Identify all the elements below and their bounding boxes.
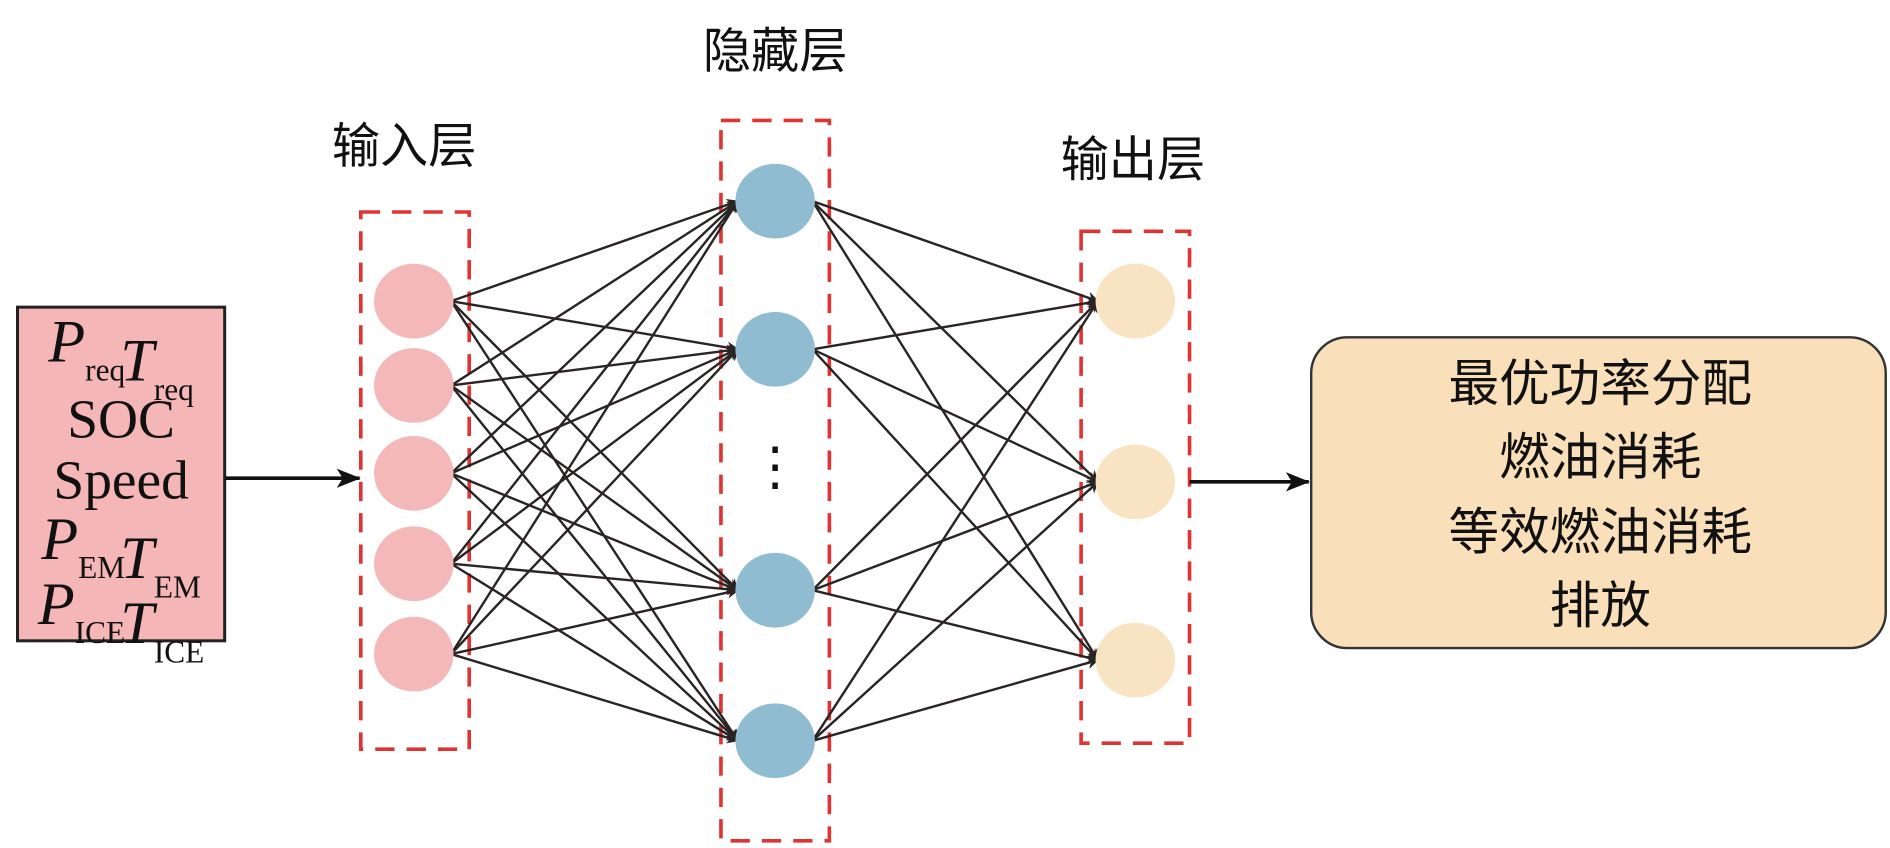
hidden-layer-label: 隐藏层 — [703, 23, 848, 79]
variable-subscript: req — [85, 353, 125, 388]
hidden-node — [735, 552, 815, 628]
input-hidden-connection — [450, 200, 739, 655]
hidden-output-connection — [812, 200, 1100, 304]
input-var-line-4: PEMTEM — [40, 506, 200, 605]
input-var-soc: SOC — [67, 388, 175, 449]
input-node — [374, 436, 454, 511]
variable-symbol: P — [37, 571, 75, 638]
variable-subscript: EM — [154, 569, 201, 604]
hidden-node — [735, 311, 815, 387]
output-layer-label: 输出层 — [1061, 132, 1206, 188]
input-node — [374, 348, 454, 423]
hidden-output-connection — [812, 657, 1100, 742]
hidden-node — [735, 703, 815, 779]
input-hidden-connection — [450, 652, 739, 744]
output-item: 燃油消耗 — [1499, 428, 1701, 487]
variable-subscript: EM — [78, 550, 125, 585]
hidden-output-connection — [812, 480, 1100, 592]
variable-symbol: T — [120, 525, 158, 592]
connections — [450, 199, 1100, 744]
hidden-layer-box — [719, 118, 832, 843]
input-var-line-1: PreqTreq — [47, 308, 194, 407]
variable-subscript: ICE — [154, 635, 204, 670]
nodes — [374, 163, 1176, 779]
output-item: 最优功率分配 — [1449, 354, 1752, 413]
input-hidden-connection — [451, 562, 740, 596]
input-hidden-connection — [450, 199, 739, 303]
hidden-output-connection — [811, 348, 1099, 661]
input-node — [374, 616, 454, 692]
hidden-node — [735, 163, 815, 239]
hidden-output-connection — [811, 300, 1099, 592]
hidden-ellipsis: ⋮ — [749, 438, 802, 496]
input-hidden-connection — [450, 299, 740, 354]
variable-symbol: P — [40, 506, 78, 573]
hidden-output-connection — [812, 589, 1100, 664]
output-node — [1095, 622, 1176, 698]
variable-symbol: T — [120, 590, 158, 657]
input-hidden-connection — [450, 300, 739, 592]
input-layer-label: 输入层 — [332, 119, 477, 175]
input-hidden-connection — [450, 472, 739, 742]
input-hidden-connection — [450, 384, 739, 742]
input-hidden-connection — [450, 348, 739, 655]
output-item: 等效燃油消耗 — [1449, 502, 1752, 561]
hidden-output-connection — [811, 200, 1100, 662]
hidden-output-connection — [811, 300, 1099, 742]
hidden-output-connection — [811, 480, 1099, 742]
input-var-speed: Speed — [53, 450, 189, 511]
outputs-box — [1309, 336, 1887, 650]
variable-subscript: req — [154, 372, 194, 407]
input-hidden-connection — [450, 200, 739, 475]
input-hidden-connection — [450, 348, 739, 475]
output-node — [1095, 263, 1176, 339]
hidden-output-connection — [811, 200, 1099, 483]
input-hidden-connection — [450, 200, 739, 387]
input-hidden-connection — [450, 344, 740, 387]
hidden-output-connection — [812, 297, 1100, 351]
input-hidden-connection — [450, 472, 739, 592]
output-node — [1095, 444, 1176, 520]
input-node — [374, 526, 454, 602]
input-node — [374, 263, 454, 339]
variable-subscript: ICE — [75, 615, 125, 650]
hidden-output-connection — [811, 348, 1100, 483]
input-hidden-connection — [450, 200, 739, 565]
input-var-line-5: PICETICE — [37, 571, 204, 670]
input-hidden-connection — [450, 384, 739, 592]
input-variables-box — [15, 305, 227, 643]
output-item: 排放 — [1550, 576, 1651, 635]
variable-symbol: T — [120, 328, 158, 395]
input-hidden-connection — [450, 348, 739, 565]
input-hidden-connection — [450, 586, 739, 656]
variable-symbol: P — [47, 308, 85, 375]
input-hidden-connection — [450, 562, 739, 742]
input-hidden-connection — [450, 300, 739, 742]
